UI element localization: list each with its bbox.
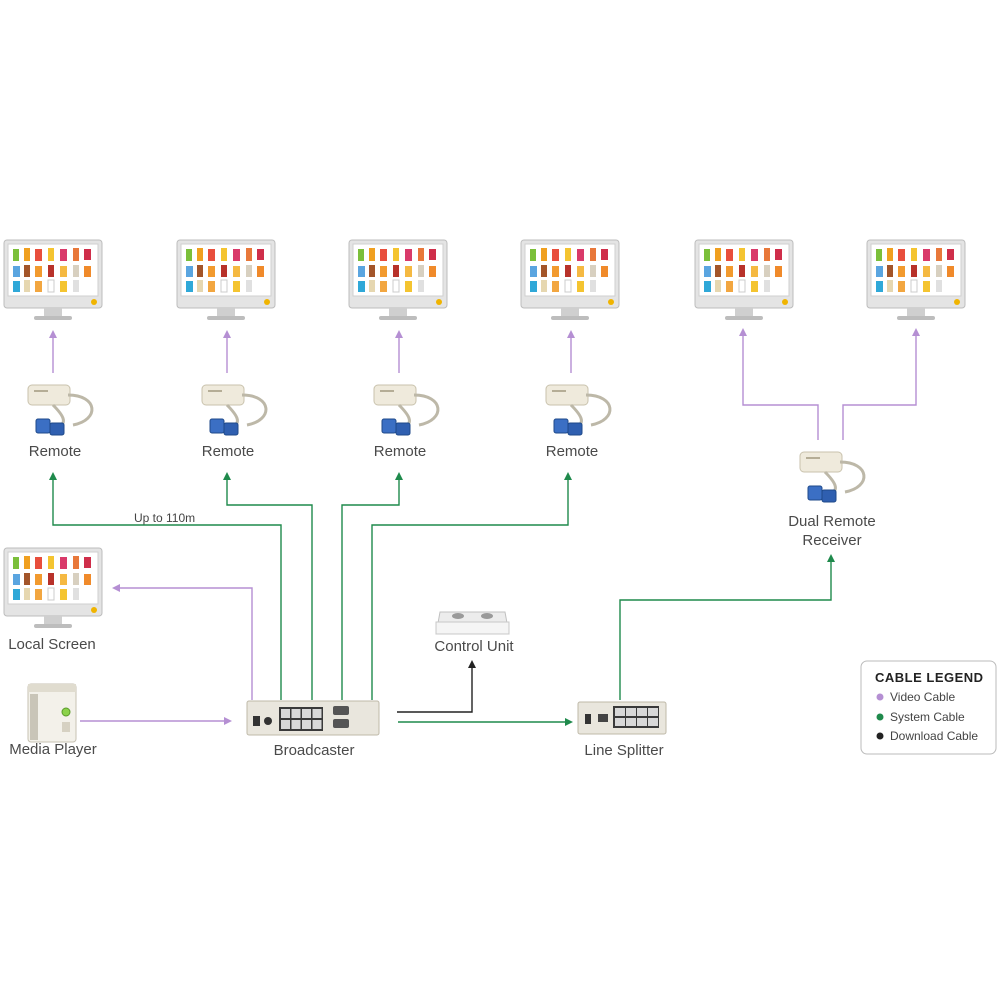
dual-remote-receiver-device <box>798 450 866 504</box>
remote-receiver-4 <box>544 383 612 437</box>
legend-item-download: Download Cable <box>890 729 978 743</box>
download-cable-dot <box>876 732 884 740</box>
local-screen-monitor <box>3 547 103 629</box>
broadcaster-label: Broadcaster <box>274 742 355 759</box>
remote-label-4: Remote <box>546 443 599 460</box>
cable-legend-title: CABLE LEGEND <box>875 670 984 685</box>
system-arrowheads <box>49 472 835 726</box>
download-cable <box>397 660 476 713</box>
system-cables <box>52 478 832 723</box>
system-cable-dot <box>876 713 884 721</box>
remote-monitor-2 <box>176 239 276 321</box>
line-splitter-label: Line Splitter <box>584 742 663 759</box>
control-unit-label: Control Unit <box>434 638 514 655</box>
remote-receiver-2 <box>200 383 268 437</box>
dual-remote-monitor-2 <box>866 239 966 321</box>
remote-monitor-1 <box>3 239 103 321</box>
remote-label-1: Remote <box>29 443 82 460</box>
legend-item-system: System Cable <box>890 710 965 724</box>
dual-remote-label-line1: Dual Remote <box>788 513 876 530</box>
remote-monitor-4 <box>520 239 620 321</box>
legend-item-video: Video Cable <box>890 690 955 704</box>
distance-label: Up to 110m <box>134 511 195 525</box>
remote-receiver-1 <box>26 383 94 437</box>
dual-remote-monitor-1 <box>694 239 794 321</box>
line-splitter-device <box>577 701 667 735</box>
media-player-label: Media Player <box>9 741 97 758</box>
local-screen-label: Local Screen <box>8 636 96 653</box>
remote-monitor-3 <box>348 239 448 321</box>
control-unit-device <box>435 611 510 635</box>
dual-remote-label-line2: Receiver <box>802 532 861 549</box>
video-cable-dot <box>876 693 884 701</box>
remote-label-3: Remote <box>374 443 427 460</box>
cable-legend: CABLE LEGEND Video Cable System Cable Do… <box>860 660 997 755</box>
remote-receiver-3 <box>372 383 440 437</box>
video-arrowheads <box>49 328 920 725</box>
broadcaster-device <box>246 700 380 736</box>
media-player-device <box>27 683 77 743</box>
video-cables <box>52 333 917 722</box>
remote-label-2: Remote <box>202 443 255 460</box>
